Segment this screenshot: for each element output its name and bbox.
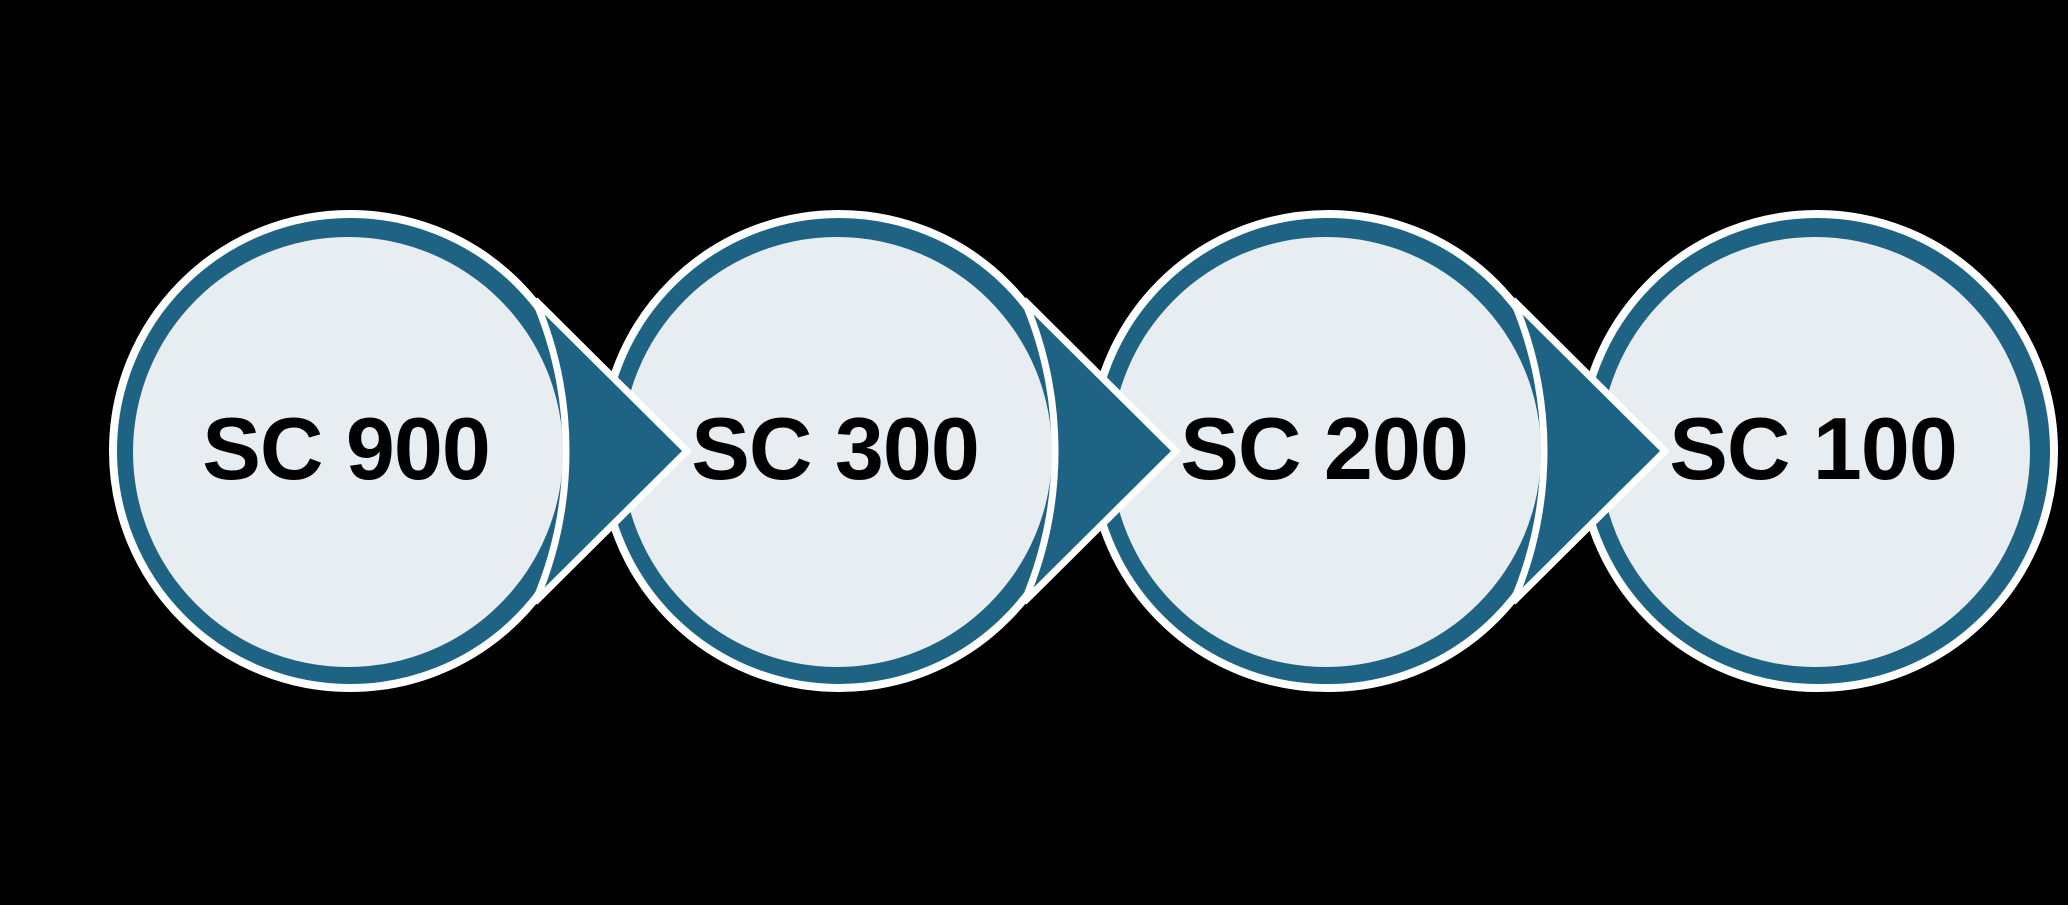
flow-step: SC 300 <box>598 210 1181 692</box>
arrow-right-connector <box>531 297 692 605</box>
step-label: SC 100 <box>1669 399 1957 498</box>
arrow-right-connector <box>1509 297 1670 605</box>
step-label: SC 200 <box>1180 399 1468 498</box>
step-label: SC 900 <box>202 399 490 498</box>
step-circle-fill <box>1111 237 1541 667</box>
flow-step: SC 100 <box>1576 210 2058 692</box>
step-circle-fill <box>1600 237 2030 667</box>
step-circle-fill <box>133 237 563 667</box>
arrow-right-connector <box>1020 297 1181 605</box>
flow-step: SC 900 <box>109 210 692 692</box>
step-circle-fill <box>622 237 1052 667</box>
step-label: SC 300 <box>691 399 979 498</box>
